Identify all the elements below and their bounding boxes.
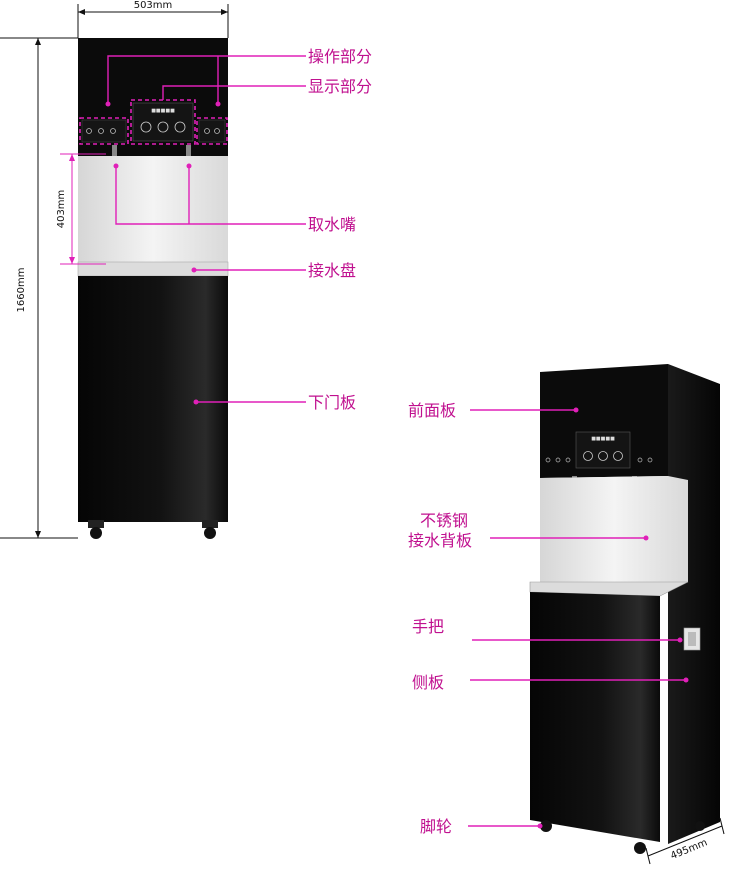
callout-caster: 脚轮	[420, 817, 543, 836]
perspective-backplate	[540, 476, 688, 582]
callout-front-panel: 前面板	[408, 401, 579, 420]
label-backplate-line1: 不锈钢	[420, 511, 468, 530]
callout-display: 显示部分	[130, 77, 372, 145]
label-handle: 手把	[412, 617, 444, 636]
perspective-front-panel	[540, 364, 668, 478]
callout-side-panel: 侧板	[412, 673, 689, 692]
width-dimension: 503mm	[77, 0, 229, 38]
label-backplate-line2: 接水背板	[408, 531, 472, 550]
front-spouts	[112, 145, 191, 157]
callout-operation: 操作部分	[79, 47, 372, 145]
perspective-lower-door	[530, 592, 660, 842]
control-strip: ■■■■■	[81, 102, 226, 143]
front-backplate	[78, 156, 228, 264]
callout-drip-tray: 接水盘	[191, 261, 356, 280]
depth-dimension-label: 495mm	[669, 837, 709, 862]
front-casters	[88, 520, 218, 539]
svg-text:■■■■■: ■■■■■	[151, 108, 175, 114]
tap-clearance-label: 403mm	[56, 190, 67, 229]
tap-clearance-dimension: 403mm	[56, 153, 106, 265]
label-lower-door: 下门板	[308, 393, 356, 412]
height-dimension-label: 1660mm	[16, 268, 27, 313]
callout-handle: 手把	[412, 617, 683, 643]
front-view: 503mm 1660mm ■■■■■	[0, 0, 372, 539]
perspective-casters	[540, 820, 705, 854]
callout-spout: 取水嘴	[113, 163, 356, 234]
label-caster: 脚轮	[420, 817, 452, 836]
label-operation: 操作部分	[308, 47, 372, 66]
callout-lower-door: 下门板	[193, 393, 356, 412]
label-display: 显示部分	[308, 77, 372, 96]
height-dimension: 1660mm	[0, 37, 78, 539]
label-drip-tray: 接水盘	[308, 261, 356, 280]
perspective-controls: ■■■■■	[545, 431, 653, 469]
label-side-panel: 侧板	[412, 673, 444, 692]
front-lower-door	[78, 276, 228, 522]
label-front-panel: 前面板	[408, 401, 456, 420]
label-spout: 取水嘴	[308, 215, 356, 234]
svg-text:■■■■■: ■■■■■	[591, 436, 615, 442]
perspective-view: ■■■■■	[408, 364, 725, 865]
callout-backplate: 不锈钢 接水背板	[408, 511, 649, 550]
side-panel	[668, 364, 720, 844]
width-dimension-label: 503mm	[134, 0, 173, 11]
